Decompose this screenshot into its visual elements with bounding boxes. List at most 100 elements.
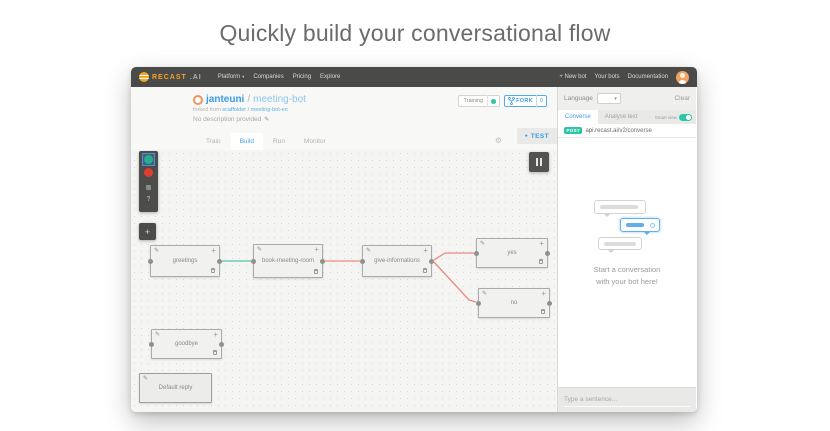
flow-node-default-reply[interactable]: ✎ Default reply: [139, 373, 212, 403]
red-connector-button[interactable]: [144, 168, 153, 177]
git-fork-icon: [508, 97, 515, 105]
delete-node-icon[interactable]: [541, 309, 545, 314]
test-button-label: TEST: [530, 132, 549, 140]
sentence-input[interactable]: [564, 393, 690, 407]
forked-prefix: forked from: [193, 107, 221, 113]
nav-item-pricing[interactable]: Pricing: [293, 74, 311, 80]
divider: [535, 95, 537, 107]
new-bot-button[interactable]: + New bot: [559, 74, 586, 80]
add-node-button[interactable]: +: [139, 223, 156, 240]
language-dropdown[interactable]: ▾: [596, 93, 621, 104]
test-button[interactable]: ● TEST: [516, 128, 557, 144]
move-node-icon[interactable]: +: [423, 246, 428, 255]
tab-analyse-text[interactable]: Analyse text: [604, 114, 638, 120]
flow-node-greetings[interactable]: ✎ + greetings: [148, 245, 222, 277]
input-port[interactable]: [476, 300, 481, 306]
wire-give-no: [433, 261, 477, 303]
fork-button[interactable]: FORK 0: [504, 95, 547, 107]
tab-train[interactable]: Train: [206, 138, 221, 145]
flow-canvas[interactable]: ? + ✎ + greetings ✎ +: [131, 150, 557, 412]
tab-build[interactable]: Build: [230, 133, 264, 150]
input-port[interactable]: [360, 258, 365, 264]
output-port[interactable]: [217, 258, 222, 264]
language-bar: Language ▾ Clear: [558, 87, 696, 110]
edit-node-icon[interactable]: ✎: [480, 241, 486, 247]
connection-wires: [222, 252, 477, 303]
build-tabs: Train Build Run Monitor ⚙: [131, 133, 557, 150]
smart-view-toggle[interactable]: [679, 113, 692, 121]
flow-node-no[interactable]: ✎ + no: [476, 288, 552, 318]
nav-item-platform[interactable]: Platform ▾: [218, 74, 245, 80]
clear-button[interactable]: Clear: [674, 95, 690, 102]
edit-description-icon[interactable]: ✎: [264, 117, 270, 123]
help-button[interactable]: ?: [146, 196, 151, 203]
flow-node-book-meeting-room[interactable]: ✎ + book-meeting-room: [251, 244, 325, 278]
nav-item-label: Explore: [320, 74, 341, 80]
nav-item-label: Pricing: [292, 74, 312, 80]
language-label: Language: [564, 95, 593, 102]
tab-run[interactable]: Run: [273, 138, 285, 145]
bubble-avatar-circle: [650, 223, 655, 228]
move-node-icon[interactable]: +: [213, 330, 218, 339]
api-endpoint-row: POST api.recast.ai/v2/converse: [558, 124, 696, 138]
input-port[interactable]: [148, 258, 153, 264]
flow-node-give-informations[interactable]: ✎ + give-informations: [360, 245, 434, 277]
flow-node-goodbye[interactable]: ✎ + goodbye: [149, 329, 224, 359]
edit-node-icon[interactable]: ✎: [154, 248, 160, 254]
flow-node-yes[interactable]: ✎ + yes: [474, 238, 550, 268]
chevron-down-icon: ▾: [242, 74, 245, 79]
move-node-icon[interactable]: +: [211, 246, 216, 255]
fullscreen-button[interactable]: [529, 152, 549, 172]
top-navbar: RECAST .AI Platform ▾ Companies Pricing …: [131, 67, 697, 87]
fork-button-label: FORK: [516, 98, 533, 104]
your-bots-label: Your bots: [594, 74, 620, 80]
green-connector-icon: [144, 155, 153, 164]
move-node-icon[interactable]: +: [314, 245, 319, 254]
move-node-icon[interactable]: +: [541, 289, 546, 298]
delete-node-icon[interactable]: [539, 259, 543, 264]
brand-name: RECAST: [152, 73, 187, 81]
tab-monitor[interactable]: Monitor: [303, 138, 326, 145]
select-tool-button[interactable]: [146, 185, 151, 190]
avatar-head: [680, 72, 685, 78]
tab-converse[interactable]: Converse: [558, 110, 598, 124]
edit-node-icon[interactable]: ✎: [155, 332, 161, 338]
your-bots-link[interactable]: Your bots: [595, 74, 620, 80]
nav-item-companies[interactable]: Companies: [253, 74, 283, 80]
output-port[interactable]: [320, 258, 325, 264]
output-port[interactable]: [547, 300, 552, 306]
edit-node-icon[interactable]: ✎: [482, 291, 488, 297]
flow-node-label: no: [510, 300, 518, 306]
toggle-knob: [686, 114, 691, 120]
nav-item-explore[interactable]: Explore: [320, 74, 340, 80]
delete-node-icon[interactable]: [213, 350, 217, 355]
input-port[interactable]: [251, 258, 256, 264]
edit-node-icon[interactable]: ✎: [257, 247, 263, 253]
input-port[interactable]: [474, 250, 479, 256]
user-avatar[interactable]: [676, 70, 689, 84]
bot-owner-link[interactable]: janteuni: [206, 94, 245, 105]
documentation-label: Documentation: [627, 74, 668, 80]
output-port[interactable]: [545, 250, 550, 256]
fork-source-link[interactable]: meeting-bot-en: [250, 107, 288, 113]
output-port[interactable]: [429, 258, 434, 264]
bot-name-link[interactable]: meeting-bot: [253, 94, 306, 105]
caret-down-icon: ▾: [614, 95, 617, 102]
fork-owner-link[interactable]: scaffolder: [222, 107, 247, 113]
recast-logo[interactable]: RECAST .AI: [139, 72, 202, 82]
delete-node-icon[interactable]: [211, 268, 215, 273]
edit-node-icon[interactable]: ✎: [366, 248, 372, 254]
avatar-body: [679, 79, 686, 84]
input-port[interactable]: [149, 341, 154, 347]
breadcrumb-separator: /: [247, 94, 251, 105]
edit-node-icon[interactable]: ✎: [143, 376, 149, 382]
brand-suffix: .AI: [189, 73, 202, 81]
gear-icon[interactable]: ⚙: [494, 136, 502, 145]
move-node-icon[interactable]: +: [539, 239, 544, 248]
fullscreen-icon: [540, 158, 542, 166]
delete-node-icon[interactable]: [423, 268, 427, 273]
connect-mode-button[interactable]: [142, 153, 155, 166]
output-port[interactable]: [219, 341, 224, 347]
documentation-link[interactable]: Documentation: [628, 74, 668, 80]
delete-node-icon[interactable]: [314, 269, 318, 274]
